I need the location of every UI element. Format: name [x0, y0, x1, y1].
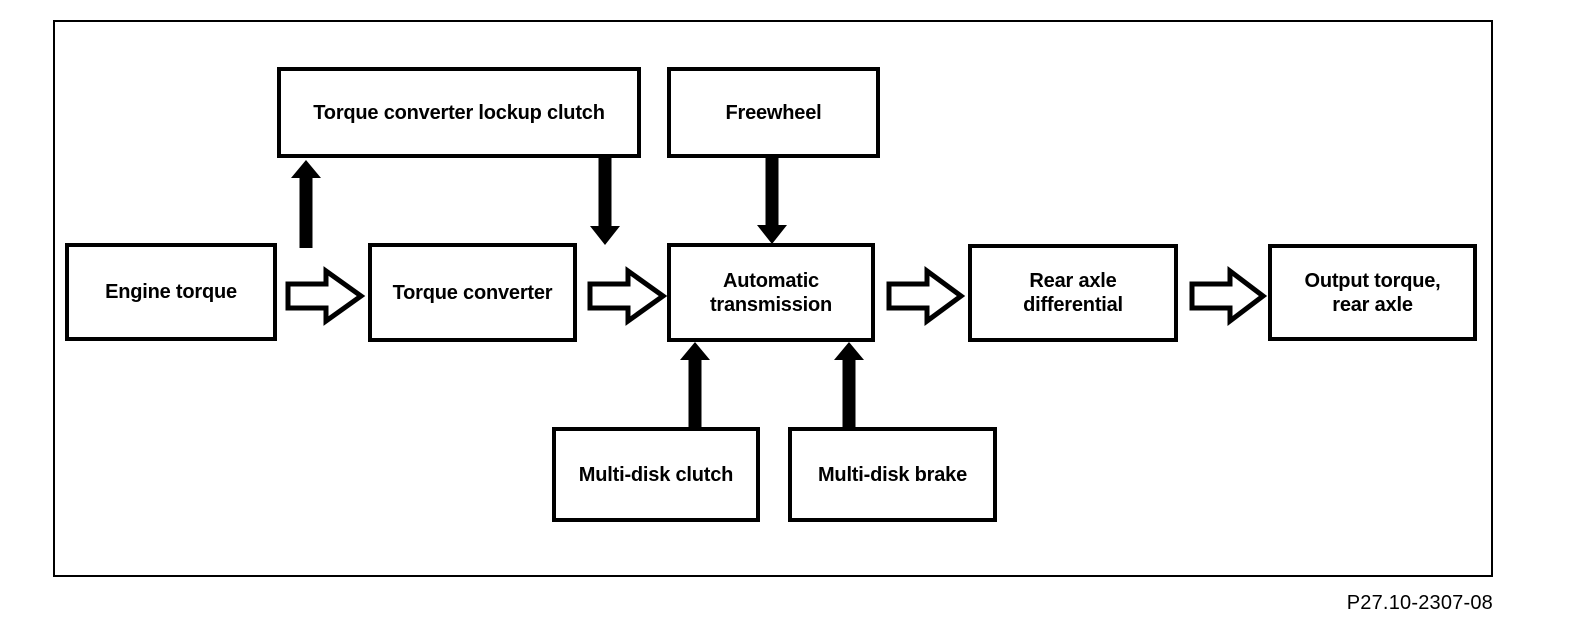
part-number-caption: P27.10-2307-08	[1346, 592, 1493, 614]
node-freewheel-label: Freewheel	[725, 101, 822, 124]
node-torque-converter-label: Torque converter	[392, 281, 553, 304]
node-multi-disk-clutch-label: Multi-disk clutch	[578, 463, 734, 486]
node-rear-axle-differential-label: Rear axle differential	[1023, 270, 1123, 316]
node-automatic-transmission-label: Automatic transmission	[709, 269, 833, 316]
node-multi-disk-clutch: Multi-disk clutch	[552, 427, 760, 522]
node-output-torque-rear-axle: Output torque, rear axle	[1268, 244, 1477, 341]
node-torque-converter-lockup-clutch-label: Torque converter lockup clutch	[313, 101, 605, 124]
node-automatic-transmission: Automatic transmission	[667, 243, 875, 342]
node-torque-converter-lockup-clutch: Torque converter lockup clutch	[277, 67, 641, 158]
node-torque-converter: Torque converter	[368, 243, 577, 342]
node-rear-axle-differential: Rear axle differential	[968, 244, 1178, 342]
node-multi-disk-brake-label: Multi-disk brake	[817, 463, 968, 486]
node-freewheel: Freewheel	[667, 67, 880, 158]
node-multi-disk-brake: Multi-disk brake	[788, 427, 997, 522]
node-engine-torque-label: Engine torque	[105, 281, 237, 303]
node-output-torque-rear-axle-label: Output torque, rear axle	[1304, 269, 1441, 316]
node-engine-torque: Engine torque	[65, 243, 277, 341]
